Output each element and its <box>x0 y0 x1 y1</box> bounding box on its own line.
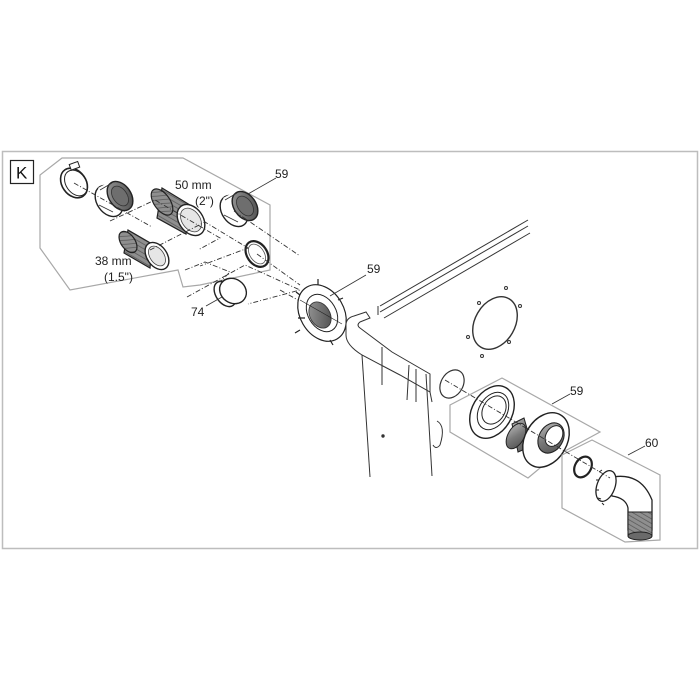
adapter-group-outline <box>39 157 271 291</box>
elbow-group-outline <box>561 439 661 543</box>
callout-74: 74 <box>191 305 205 319</box>
pool-wall <box>345 219 531 478</box>
diagram-frame <box>1 150 699 550</box>
assembly-lines-right <box>444 379 611 479</box>
o-ring-part <box>244 240 270 268</box>
size-label-1-5in: (1.5") <box>104 270 133 284</box>
callout-60: 60 <box>645 436 659 450</box>
elbow-fitting-part <box>595 469 653 541</box>
adapter-38mm-part <box>118 229 170 271</box>
panel-letter: K <box>16 164 28 183</box>
leader-line-59-mid <box>329 274 367 297</box>
return-fitting-flange-part <box>469 385 515 439</box>
elbow-o-ring-part <box>573 455 593 479</box>
plug-part <box>213 277 248 308</box>
adapter-50mm-part <box>150 187 206 237</box>
size-label-50mm: 50 mm <box>175 178 212 192</box>
size-label-2in: (2") <box>195 194 214 208</box>
callout-59-right: 59 <box>570 384 584 398</box>
hose-clamp-part <box>59 160 89 199</box>
callout-59-top: 59 <box>275 167 289 181</box>
panel-label-box <box>9 159 35 185</box>
leader-line-59-right <box>551 393 571 405</box>
panel-label: K <box>9 159 35 185</box>
leader-line-59-top <box>247 177 277 195</box>
return-fitting-body-part <box>505 412 570 468</box>
skimmer-flange-part <box>294 279 347 346</box>
leader-line-74 <box>205 296 223 307</box>
callout-59-mid: 59 <box>367 262 381 276</box>
size-label-38mm: 38 mm <box>95 254 132 268</box>
union-nut-part-2 <box>219 190 259 228</box>
union-nut-part <box>94 180 134 218</box>
leader-line-60 <box>627 445 646 456</box>
